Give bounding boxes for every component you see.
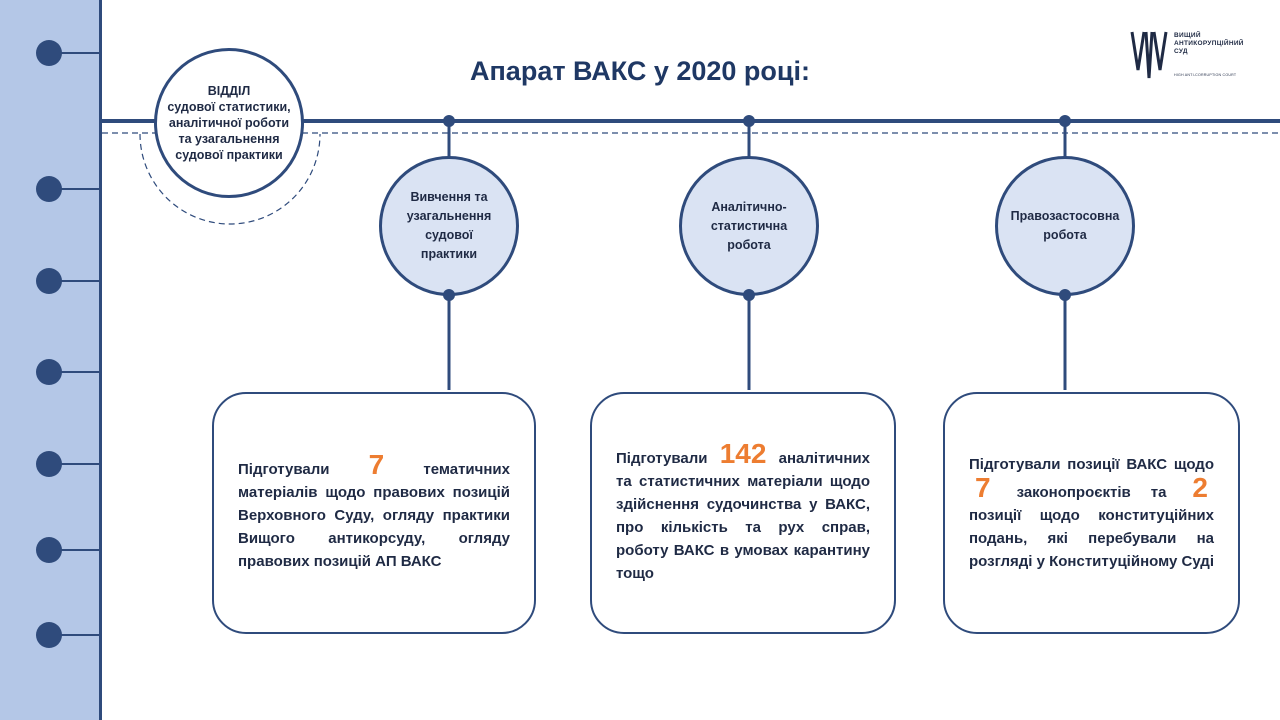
result-text-after: тематичних матеріалів щодо правових пози… — [238, 461, 510, 570]
dashed-arc — [139, 133, 321, 225]
result-number: 142 — [719, 437, 767, 469]
department-circle: ВІДДІЛ судової статистики, аналітичної р… — [154, 48, 304, 198]
result-number: 7 — [368, 449, 385, 480]
logo-text-line: СУД — [1174, 48, 1188, 55]
result-number: 7 — [975, 472, 991, 503]
sidebar-marker — [36, 537, 100, 563]
area-circle-analytics: Аналітично- статистична робота — [679, 156, 819, 296]
court-logo: ВИЩИЙ АНТИКОРУПЦІЙНИЙ СУД HIGH ANTI-CORR… — [1128, 30, 1268, 86]
page-title: Апарат ВАКС у 2020 році: — [470, 56, 810, 86]
court-emblem-icon — [1130, 31, 1168, 79]
sidebar-marker — [36, 176, 100, 202]
timeline-node — [1059, 115, 1071, 127]
area-label: Вивчення та узагальнення судової практик… — [406, 190, 492, 261]
area-circle-lawmaking: Правозастосовна робота — [995, 156, 1135, 296]
area-label: Правозастосовна робота — [1010, 209, 1120, 242]
left-sidebar-edge — [99, 0, 102, 720]
result-box-analytics: Підготували 142 аналітичних та статистич… — [590, 392, 896, 634]
logo-subtitle: HIGH ANTI-CORRUPTION COURT — [1174, 73, 1237, 77]
department-label: ВІДДІЛ судової статистики, аналітичної р… — [167, 84, 291, 162]
result-text: Підготували 142 аналітичних та статистич… — [616, 439, 870, 585]
result-text: Підготували 7 тематичних матеріалів щодо… — [238, 451, 510, 573]
result-number: 2 — [1192, 472, 1208, 503]
result-box-practice: Підготували 7 тематичних матеріалів щодо… — [212, 392, 536, 634]
result-text-before: Підготували позиції ВАКС щодо — [969, 456, 1214, 473]
result-box-lawmaking: Підготували позиції ВАКС щодо 7 законопр… — [943, 392, 1240, 634]
result-text-middle: законопроєктів та — [1016, 484, 1167, 501]
sidebar-marker — [36, 622, 100, 648]
area-circle-practice: Вивчення та узагальнення судової практик… — [379, 156, 519, 296]
logo-text-line: ВИЩИЙ — [1174, 32, 1201, 39]
area-label: Аналітично- статистична робота — [710, 199, 788, 252]
sidebar-marker — [36, 451, 100, 477]
timeline-node — [743, 115, 755, 127]
sidebar-marker — [36, 359, 100, 385]
result-text-before: Підготували — [238, 461, 330, 478]
logo-text-line: АНТИКОРУПЦІЙНИЙ — [1174, 40, 1244, 47]
timeline-node — [443, 115, 455, 127]
sidebar-marker — [36, 40, 100, 66]
result-text-after: аналітичних та статистичних матеріали що… — [616, 449, 870, 582]
sidebar-marker — [36, 268, 100, 294]
result-text-before: Підготували — [616, 449, 708, 467]
result-text: Підготували позиції ВАКС щодо 7 законопр… — [969, 453, 1214, 573]
result-text-after: позиції щодо конституційних подань, які … — [969, 507, 1214, 570]
